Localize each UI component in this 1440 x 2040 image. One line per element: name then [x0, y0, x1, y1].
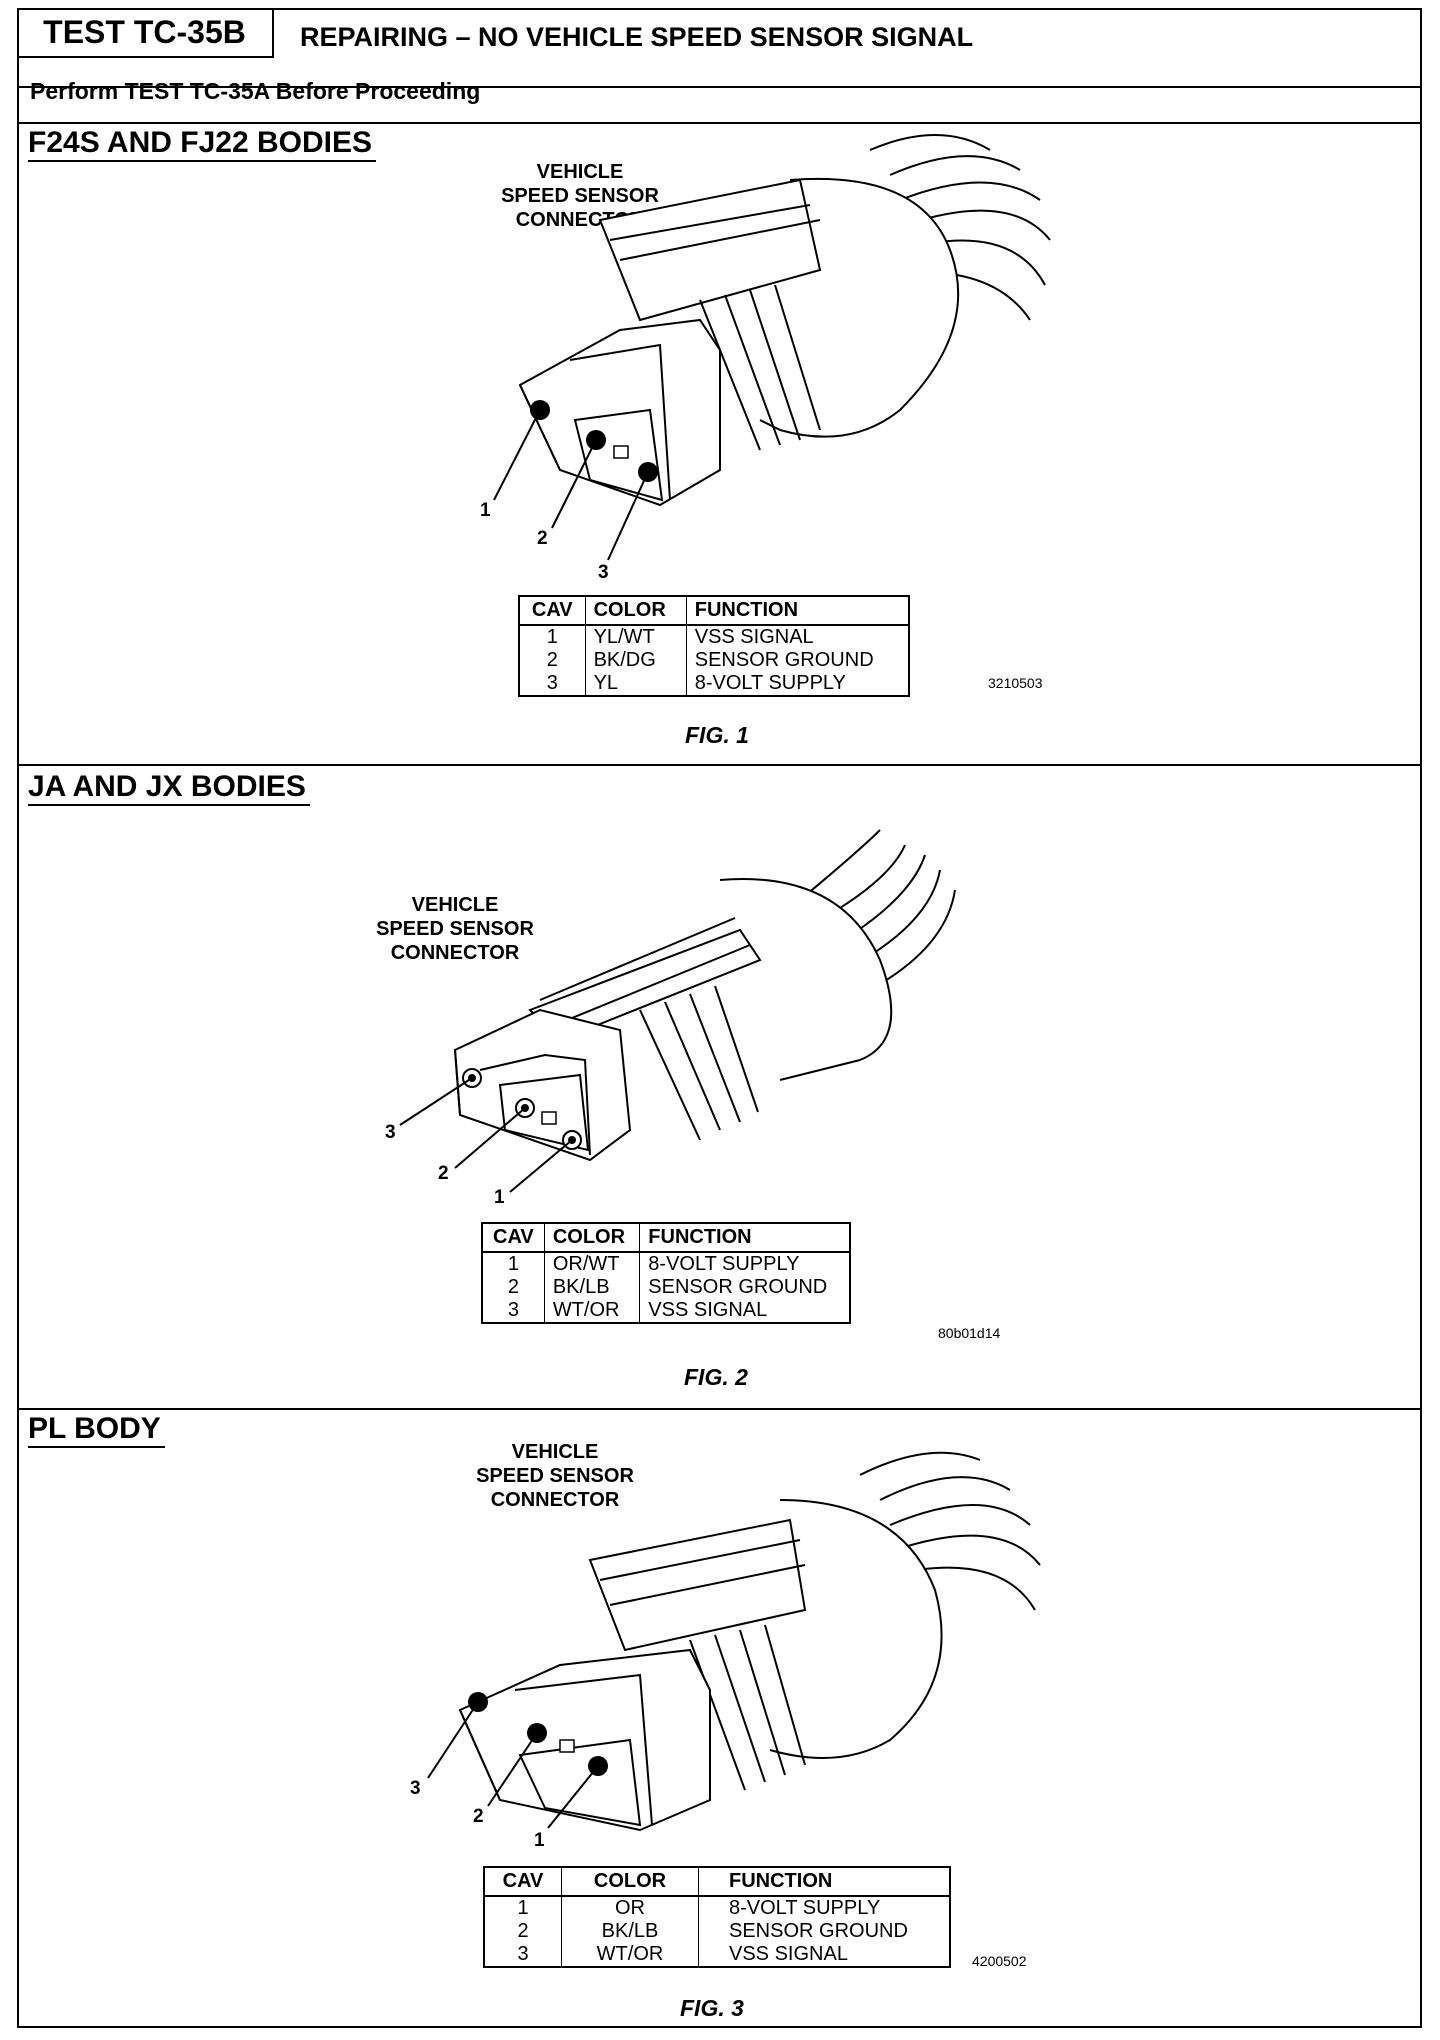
page-title: REPAIRING – NO VEHICLE SPEED SENSOR SIGN…: [300, 22, 974, 52]
cell-function: 8-VOLT SUPPLY: [694, 672, 846, 694]
callout-line: VEHICLE: [411, 894, 499, 916]
cell-color: BK/LB: [544, 1276, 641, 1299]
cell-cav: 3: [484, 1943, 562, 1967]
header-cav: CAV: [482, 1223, 545, 1253]
callout-line: SPEED SENSOR: [501, 185, 659, 207]
section-heading: JA AND JX BODIES: [28, 770, 310, 806]
page-subtitle: Perform TEST TC-35A Before Proceeding: [30, 78, 481, 104]
header-color: COLOR: [561, 1867, 699, 1897]
table-header-row: CAV COLOR FUNCTION: [482, 1223, 850, 1253]
figure-caption: FIG. 3: [680, 1995, 744, 2021]
cell-color: BK/DG: [585, 649, 687, 672]
connector-illustration: [399, 829, 956, 1193]
pinout-table: CAV COLOR FUNCTION 1 YL/WT VSS SIGNAL 2 …: [518, 595, 910, 697]
connector-illustration: [493, 134, 1051, 561]
callout-line: SPEED SENSOR: [476, 1465, 634, 1487]
table-row: 2 BK/LB SENSOR GROUND: [482, 1276, 850, 1299]
cell-function: VSS SIGNAL: [648, 1299, 768, 1321]
callout-line: VEHICLE: [511, 1441, 599, 1463]
illustration-code: 3210503: [988, 675, 1043, 691]
figure-caption: FIG. 1: [685, 722, 749, 748]
divider-section-1: [17, 764, 1422, 766]
table-row: 1 OR 8-VOLT SUPPLY: [484, 1896, 950, 1920]
header-color: COLOR: [585, 596, 687, 626]
header-cav: CAV: [519, 596, 586, 626]
cell-function: SENSOR GROUND: [694, 649, 874, 671]
cell-cav: 3: [519, 672, 586, 696]
page-frame: [17, 8, 1422, 2028]
figure-caption: FIG. 2: [684, 1364, 748, 1390]
divider-section-2: [17, 1408, 1422, 1410]
cavity-label: 1: [480, 500, 491, 521]
cavity-label: 2: [537, 528, 548, 549]
cell-color: WT/OR: [544, 1299, 641, 1323]
cell-function: SENSOR GROUND: [729, 1920, 908, 1942]
cell-cav: 3: [482, 1299, 545, 1323]
test-id-box: TEST TC-35B: [17, 8, 274, 58]
cell-cav: 2: [484, 1920, 562, 1943]
pinout-table: CAV COLOR FUNCTION 1 OR 8-VOLT SUPPLY 2 …: [483, 1866, 951, 1968]
cell-color: WT/OR: [561, 1943, 699, 1967]
cavity-label: 2: [438, 1163, 449, 1184]
illustration-code: 80b01d14: [938, 1325, 1001, 1341]
callout-line: CONNECTOR: [390, 942, 520, 964]
illustration-code: 4200502: [972, 1953, 1027, 1969]
table-header-row: CAV COLOR FUNCTION: [519, 596, 909, 626]
divider-subtitle: [17, 122, 1422, 124]
table-row: 2 BK/LB SENSOR GROUND: [484, 1920, 950, 1943]
cell-cav: 2: [482, 1276, 545, 1299]
cell-function: VSS SIGNAL: [729, 1943, 848, 1965]
table-row: 1 OR/WT 8-VOLT SUPPLY: [482, 1252, 850, 1276]
cell-color: YL/WT: [585, 625, 687, 649]
table-row: 2 BK/DG SENSOR GROUND: [519, 649, 909, 672]
divider-header: [17, 86, 1422, 88]
cavity-label: 3: [385, 1122, 396, 1143]
cell-color: BK/LB: [561, 1920, 699, 1943]
cell-function: VSS SIGNAL: [694, 626, 814, 648]
header-function: FUNCTION: [639, 1223, 850, 1253]
cell-color: OR/WT: [544, 1252, 641, 1276]
header-function: FUNCTION: [686, 596, 909, 626]
table-row: 1 YL/WT VSS SIGNAL: [519, 625, 909, 649]
cavity-label: 3: [410, 1778, 421, 1799]
callout-line: VEHICLE: [536, 161, 624, 183]
cavity-label: 1: [494, 1187, 505, 1208]
cell-color: OR: [561, 1896, 699, 1920]
cell-cav: 2: [519, 649, 586, 672]
cavity-label: 1: [534, 1830, 545, 1851]
cell-function: SENSOR GROUND: [648, 1276, 828, 1298]
connector-callout: VEHICLE SPEED SENSOR CONNECTOR: [455, 1440, 655, 1512]
cell-cav: 1: [484, 1896, 562, 1920]
section-heading: F24S AND FJ22 BODIES: [28, 126, 376, 162]
header-color: COLOR: [544, 1223, 641, 1253]
cavity-label: 2: [473, 1806, 484, 1827]
cell-cav: 1: [482, 1252, 545, 1276]
cell-color: YL: [585, 672, 687, 696]
cell-cav: 1: [519, 625, 586, 649]
cell-function: 8-VOLT SUPPLY: [648, 1253, 800, 1275]
test-id: TEST TC-35B: [43, 13, 246, 50]
table-row: 3 YL 8-VOLT SUPPLY: [519, 672, 909, 696]
cavity-label: 3: [598, 562, 609, 583]
connector-callout: VEHICLE SPEED SENSOR CONNECTOR: [355, 893, 555, 965]
callout-line: SPEED SENSOR: [376, 918, 534, 940]
pinout-table: CAV COLOR FUNCTION 1 OR/WT 8-VOLT SUPPLY…: [481, 1222, 851, 1324]
table-row: 3 WT/OR VSS SIGNAL: [484, 1943, 950, 1967]
table-header-row: CAV COLOR FUNCTION: [484, 1867, 950, 1897]
header-function: FUNCTION: [698, 1867, 950, 1897]
table-row: 3 WT/OR VSS SIGNAL: [482, 1299, 850, 1323]
header-cav: CAV: [484, 1867, 562, 1897]
section-heading: PL BODY: [28, 1412, 165, 1448]
callout-line: CONNECTOR: [490, 1489, 620, 1511]
cell-function: 8-VOLT SUPPLY: [729, 1897, 881, 1919]
